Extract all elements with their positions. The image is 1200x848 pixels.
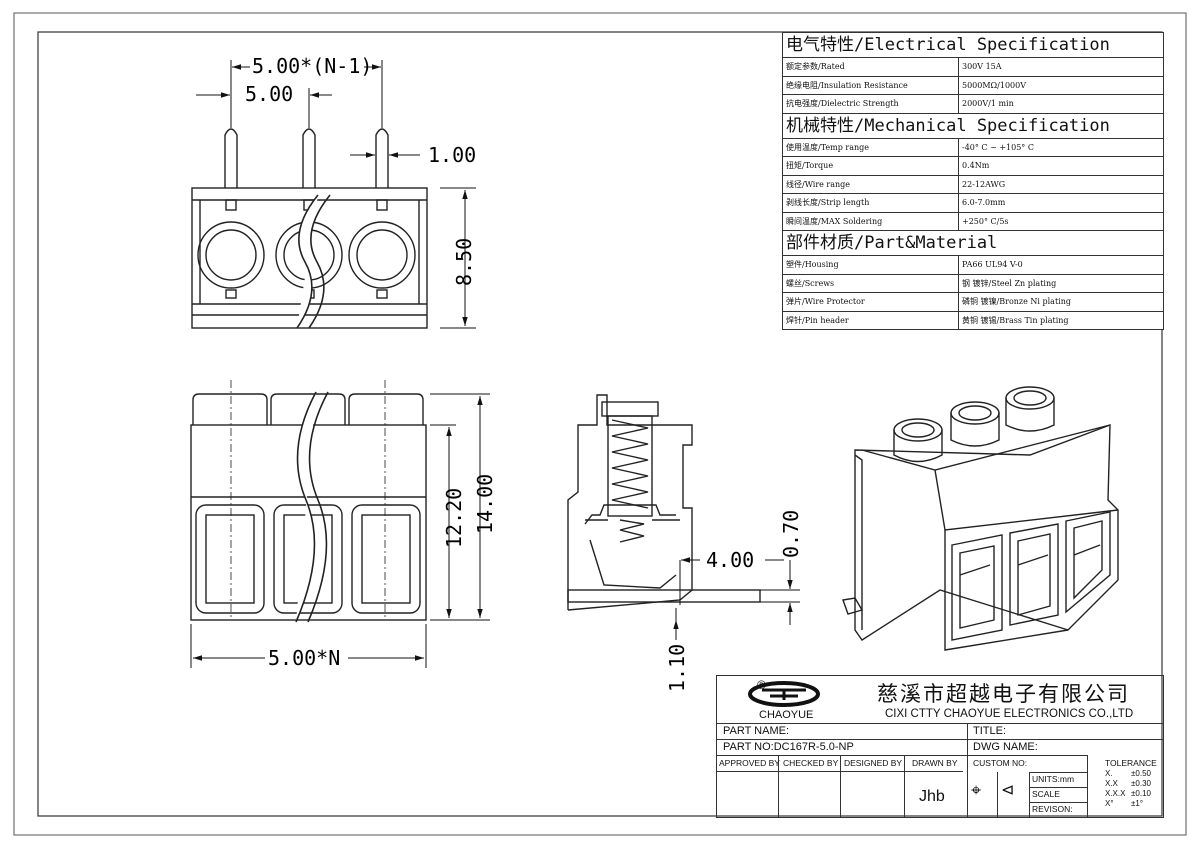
dim-total-width: 5.00*N [268, 646, 340, 670]
tolerance-row: X.X.X ±0.10 [1105, 789, 1151, 798]
tolerance-row: X° ±1° [1105, 799, 1144, 808]
spec-row: 瞬间温度/MAX Soldering+250° C/5s [783, 212, 1163, 231]
top-view-dimensions [196, 60, 476, 329]
tolerance-label: TOLERANCE [1105, 758, 1157, 768]
designed-by-label: DESIGNED BY [844, 758, 903, 768]
title-label: TITLE: [973, 725, 1007, 737]
dwg-name-label: DWG NAME: [973, 741, 1038, 753]
dim-pitch: 5.00 [245, 82, 293, 106]
chaoyue-logo [748, 681, 820, 707]
custom-no-label: CUSTOM NO: [973, 758, 1028, 768]
revision-label: REVISON: [1032, 804, 1073, 814]
spec-row: 使用温度/Temp range-40° C ~ +105° C [783, 138, 1163, 157]
front-view [190, 380, 427, 623]
dim-pitch-total: 5.00*(N-1) [252, 54, 372, 78]
front-view-dimensions [190, 393, 490, 668]
dim-pin-length: 1.10 [665, 644, 689, 692]
cone-symbol-icon: ⊲ [1001, 782, 1015, 799]
dim-pin-thickness: 0.70 [779, 510, 803, 558]
projection-symbol-icon: ⌖ [971, 780, 982, 800]
dim-side-offset: 4.00 [706, 548, 754, 572]
top-view [191, 128, 428, 329]
logo-registered-mark: ® [757, 678, 766, 692]
specification-table: 电气特性/Electrical Specification 额定参数/Rated… [782, 32, 1164, 330]
approved-by-label: APPROVED BY [719, 758, 780, 768]
dim-front-height-inner: 12.20 [442, 488, 466, 548]
part-name-label: PART NAME: [723, 725, 790, 737]
mechanical-spec-title: 机械特性/Mechanical Specification [783, 114, 1163, 139]
side-view-dimensions [673, 557, 800, 640]
drawn-by-label: DRAWN BY [912, 758, 958, 768]
dim-top-height: 8.50 [452, 238, 476, 286]
inner-border [37, 31, 1163, 817]
company-name-en: CIXI CTTY CHAOYUE ELECTRONICS CO.,LTD [885, 708, 1134, 720]
scale-label: SCALE [1032, 789, 1060, 799]
checked-by-label: CHECKED BY [783, 758, 839, 768]
title-block: ® CHAOYUE 慈溪市超越电子有限公司 CIXI CTTY CHAOYUE … [716, 675, 1164, 818]
dim-pin-diameter: 1.00 [428, 143, 476, 167]
isometric-view [842, 386, 1119, 651]
logo-text: CHAOYUE [759, 709, 814, 721]
drawn-by-value: Jhb [919, 788, 945, 805]
company-name-cn: 慈溪市超越电子有限公司 [877, 682, 1130, 706]
tolerance-row: X. ±0.50 [1105, 769, 1151, 778]
units-label: UNITS:mm [1032, 774, 1075, 784]
dim-front-height: 14.00 [473, 474, 497, 534]
side-view [567, 394, 761, 611]
material-spec-title: 部件材质/Part&Material [783, 231, 1163, 256]
electrical-spec-title: 电气特性/Electrical Specification [783, 33, 1163, 58]
part-no: PART NO:DC167R-5.0-NP [723, 741, 854, 753]
outer-border [13, 12, 1187, 836]
tolerance-row: X.X ±0.30 [1105, 779, 1151, 788]
